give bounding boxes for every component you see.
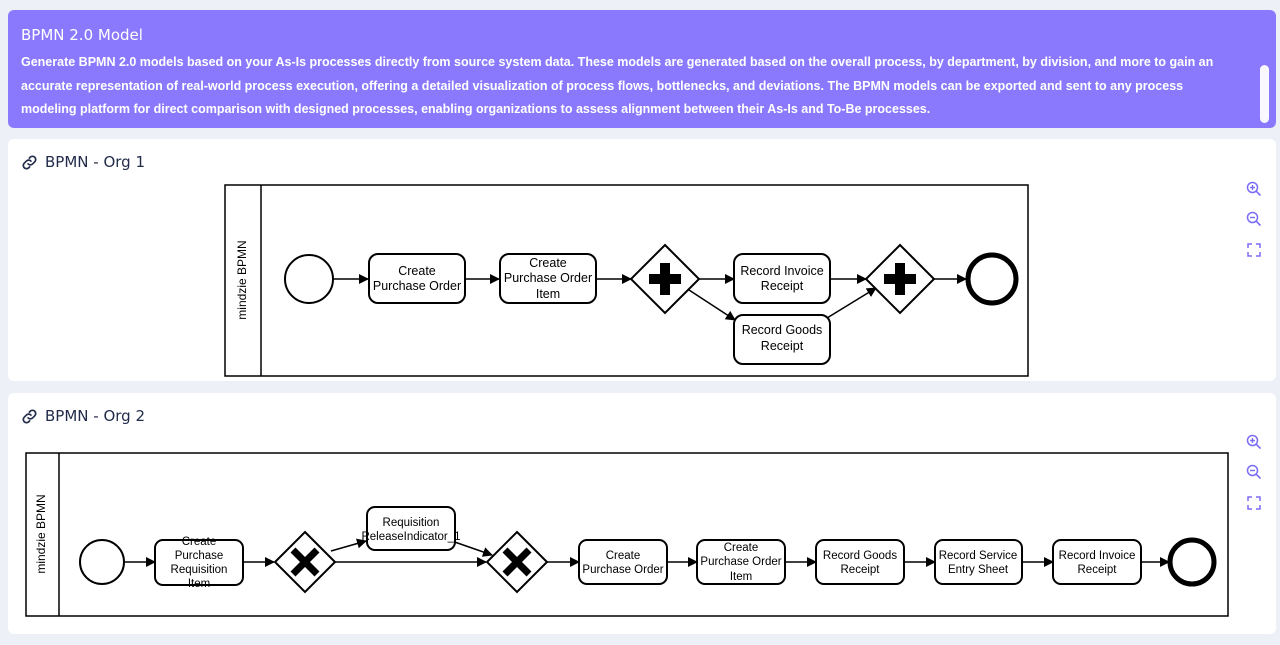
svg-text:Requisition: Requisition (171, 564, 228, 576)
pool-label: mindzie BPMN (235, 240, 249, 319)
pool (224, 184, 1029, 377)
svg-text:Create: Create (398, 264, 436, 278)
pool (25, 452, 1229, 617)
task-record-invoice-receipt: Record Invoice Receipt (1052, 539, 1142, 585)
svg-text:Receipt: Receipt (761, 279, 804, 293)
svg-text:ReleaseIndicator_1: ReleaseIndicator_1 (361, 531, 460, 543)
bpmn-diagram: mindzie BPMN Create Purchase Order Creat… (224, 184, 1029, 377)
zoom-in-icon[interactable] (1246, 434, 1262, 450)
parallel-gateway (864, 243, 936, 315)
start-event (79, 539, 125, 585)
svg-text:Receipt: Receipt (1078, 564, 1118, 576)
bpmn-card-org-2: BPMN - Org 2 mindzie BPMN (8, 393, 1276, 634)
svg-text:Record Goods: Record Goods (823, 550, 897, 562)
task-create-purchase-order: Create Purchase Order (368, 253, 466, 304)
svg-text:Item: Item (536, 287, 560, 301)
pool-label: mindzie BPMN (34, 494, 48, 573)
svg-text:Create: Create (182, 536, 217, 548)
zoom-in-icon[interactable] (1246, 181, 1262, 197)
task-record-goods-receipt: Record Goods Receipt (815, 539, 905, 585)
zoom-out-icon[interactable] (1246, 464, 1262, 480)
exclusive-gateway (273, 530, 337, 594)
svg-text:Record Service: Record Service (939, 550, 1018, 562)
banner-description: Generate BPMN 2.0 models based on your A… (21, 55, 1214, 116)
task-record-goods-receipt: Record Goods Receipt (733, 314, 831, 365)
fit-screen-icon[interactable] (1246, 242, 1262, 258)
card-header: BPMN - Org 1 (21, 153, 145, 171)
end-event (965, 252, 1019, 306)
svg-text:Receipt: Receipt (841, 564, 881, 576)
bpmn-diagram: mindzie BPMN Create Purchase Requisition… (25, 452, 1229, 617)
svg-text:Purchase Order: Purchase Order (582, 564, 663, 576)
task-create-purchase-order-item: Create Purchase Order Item (696, 539, 786, 585)
task-create-purchase-order-item: Create Purchase Order Item (499, 253, 597, 304)
svg-text:Receipt: Receipt (761, 339, 804, 353)
link-icon[interactable] (21, 154, 38, 171)
task-requisition-release-indicator: Requisition ReleaseIndicator_1 (361, 506, 461, 551)
banner-scrollbar[interactable] (1260, 65, 1269, 123)
svg-text:Record Invoice: Record Invoice (740, 264, 823, 278)
exclusive-gateway (485, 530, 549, 594)
task-create-purchase-order: Create Purchase Order (578, 539, 668, 585)
end-event (1167, 537, 1217, 587)
task-record-service-entry-sheet: Record Service Entry Sheet (934, 539, 1023, 585)
svg-text:Requisition: Requisition (383, 517, 440, 529)
banner-title: BPMN 2.0 Model (21, 26, 143, 44)
card-title: BPMN - Org 1 (45, 153, 145, 171)
task-create-purchase-requisition-item: Create Purchase Requisition Item (154, 536, 244, 590)
fit-screen-icon[interactable] (1246, 495, 1262, 511)
svg-text:Create: Create (529, 256, 567, 270)
zoom-out-icon[interactable] (1246, 211, 1262, 227)
svg-text:Item: Item (730, 571, 752, 583)
svg-text:Create: Create (724, 542, 759, 554)
svg-text:Purchase Order: Purchase Order (700, 556, 781, 568)
svg-text:Purchase: Purchase (175, 550, 224, 562)
svg-text:Record Goods: Record Goods (742, 323, 823, 337)
link-icon[interactable] (21, 408, 38, 425)
card-header: BPMN - Org 2 (21, 407, 145, 425)
svg-text:Entry Sheet: Entry Sheet (948, 564, 1009, 576)
parallel-gateway (629, 243, 701, 315)
bpmn-card-org-1: BPMN - Org 1 mindzie BPMN (8, 139, 1276, 381)
task-record-invoice-receipt: Record Invoice Receipt (733, 253, 831, 304)
svg-text:Record Invoice: Record Invoice (1059, 550, 1136, 562)
start-event (284, 254, 334, 304)
card-title: BPMN - Org 2 (45, 407, 145, 425)
svg-text:Create: Create (606, 550, 641, 562)
svg-text:Purchase Order: Purchase Order (504, 271, 592, 285)
svg-text:Item: Item (188, 578, 210, 590)
svg-text:Purchase Order: Purchase Order (373, 279, 461, 293)
info-banner: BPMN 2.0 Model Generate BPMN 2.0 models … (8, 10, 1276, 128)
